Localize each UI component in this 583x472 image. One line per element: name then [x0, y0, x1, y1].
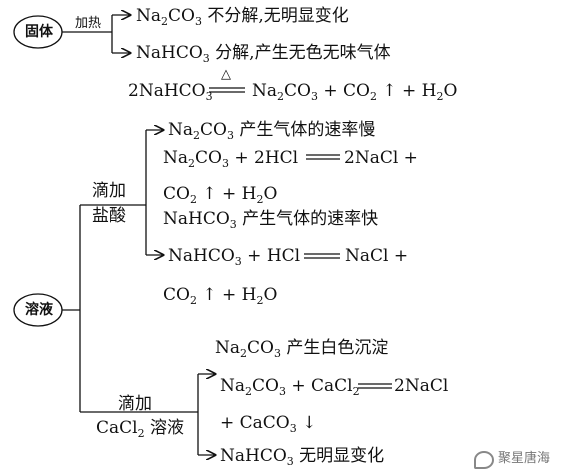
cacl2-label-line1: 滴加: [118, 394, 152, 414]
cacl2-equation-line1: Na2CO3 + CaCl2: [220, 376, 360, 398]
cacl2-equation-rhs: 2NaCl: [394, 376, 449, 396]
cacl2-equation-line2: + CaCO3 ↓: [220, 413, 317, 435]
heating-label: 加热: [75, 16, 102, 31]
solution-node: 溶液: [25, 302, 53, 318]
cacl2-label-line2: CaCl2 溶液: [96, 418, 184, 440]
watermark-text: 聚星唐海: [498, 451, 551, 466]
heat-condition-symbol: △: [221, 67, 231, 82]
solid-branch-nahco3: NaHCO3 分解,产生无色无味气体: [136, 43, 391, 65]
decomposition-equation-rhs: Na2CO3 + CO2 ↑ + H2O: [252, 81, 458, 103]
hcl-label-line2: 盐酸: [92, 206, 126, 226]
solid-node: 固体: [25, 24, 53, 40]
hcl-branch-nahco3: NaHCO3 产生气体的速率快: [163, 209, 379, 231]
cacl2-branch-nahco3: NaHCO3 无明显变化: [220, 446, 385, 468]
hcl-label-line1: 滴加: [92, 181, 126, 201]
hcl-equation2-line2: CO2 ↑ + H2O: [163, 285, 278, 307]
cacl2-branch-na2co3: Na2CO3 产生白色沉淀: [215, 338, 389, 360]
wechat-icon: [474, 451, 494, 469]
hcl-equation1-line2: CO2 ↑ + H2O: [163, 184, 278, 206]
hcl-equation2-rhs: NaCl +: [345, 246, 409, 266]
hcl-branch-na2co3: Na2CO3 产生气体的速率慢: [168, 120, 376, 142]
hcl-equation2-line1: NaHCO3 + HCl: [168, 246, 301, 268]
decomposition-equation-lhs: 2NaHCO3: [128, 81, 213, 103]
hcl-equation1-rhs: 2NaCl +: [344, 148, 418, 168]
solid-branch-na2co3: Na2CO3 不分解,无明显变化: [136, 6, 349, 28]
hcl-equation1-line1: Na2CO3 + 2HCl: [163, 148, 299, 170]
